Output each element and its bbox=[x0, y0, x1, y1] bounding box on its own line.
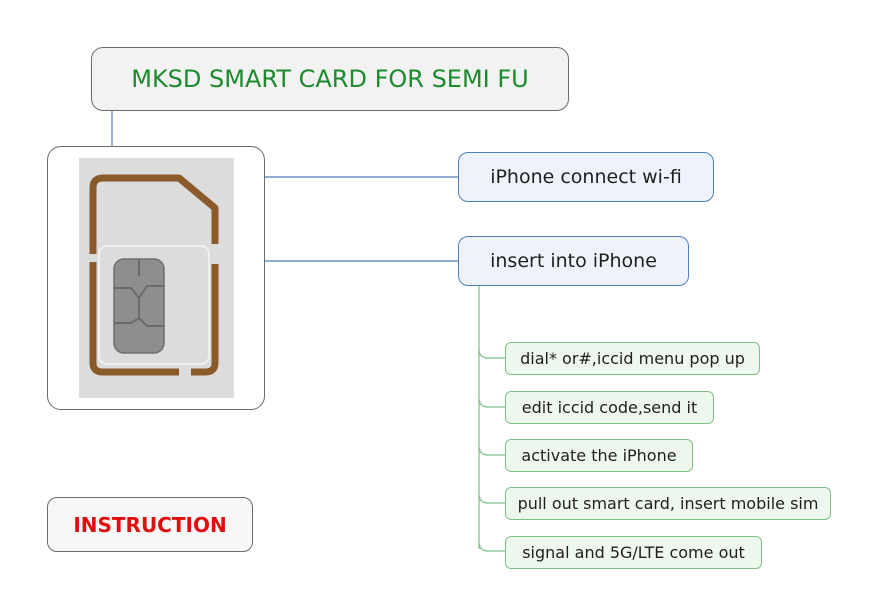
step-5-label: signal and 5G/LTE come out bbox=[522, 543, 745, 562]
step-1-node[interactable]: dial* or#,iccid menu pop up bbox=[505, 342, 760, 375]
step-1-label: dial* or#,iccid menu pop up bbox=[520, 349, 745, 368]
central-topic[interactable]: MKSD SMART CARD FOR SEMI FU bbox=[91, 47, 569, 111]
sim-card-image bbox=[79, 158, 234, 398]
instruction-note-label: INSTRUCTION bbox=[73, 513, 226, 537]
sim-card-image-node[interactable] bbox=[47, 146, 265, 410]
step-4-label: pull out smart card, insert mobile sim bbox=[518, 494, 819, 513]
step-5-node[interactable]: signal and 5G/LTE come out bbox=[505, 536, 762, 569]
step-2-label: edit iccid code,send it bbox=[522, 398, 697, 417]
step-3-node[interactable]: activate the iPhone bbox=[505, 439, 693, 472]
step-4-connector bbox=[479, 494, 505, 503]
branch-wifi-label: iPhone connect wi-fi bbox=[490, 166, 682, 188]
branch-wifi[interactable]: iPhone connect wi-fi bbox=[458, 152, 714, 202]
step-3-label: activate the iPhone bbox=[521, 446, 676, 465]
step-2-connector bbox=[479, 398, 505, 407]
step-2-node[interactable]: edit iccid code,send it bbox=[505, 391, 714, 424]
step-5-connector bbox=[479, 542, 505, 551]
central-topic-label: MKSD SMART CARD FOR SEMI FU bbox=[131, 65, 529, 93]
step-1-connector bbox=[479, 349, 505, 358]
branch-insert[interactable]: insert into iPhone bbox=[458, 236, 689, 286]
instruction-note[interactable]: INSTRUCTION bbox=[47, 497, 253, 552]
branch-insert-label: insert into iPhone bbox=[490, 250, 657, 272]
sim-card-icon bbox=[79, 158, 234, 398]
step-4-node[interactable]: pull out smart card, insert mobile sim bbox=[505, 487, 831, 520]
step-3-connector bbox=[479, 446, 505, 455]
